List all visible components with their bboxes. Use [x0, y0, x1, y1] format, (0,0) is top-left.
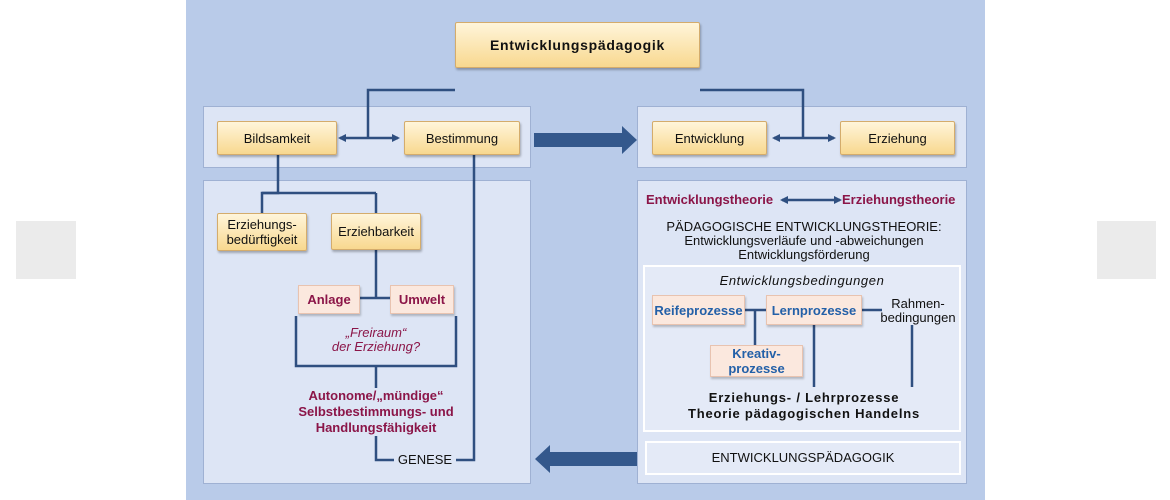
- autonome-line3: Handlungsfähigkeit: [315, 420, 437, 435]
- erziehbarkeit-box: Erziehbarkeit: [331, 213, 421, 250]
- umwelt-box: Umwelt: [390, 285, 454, 314]
- entwicklungspaedagogik-label: ENTWICKLUNGSPÄDAGOGIK: [711, 450, 895, 465]
- right-side-tab: [1097, 221, 1156, 279]
- erziehung-box: Erziehung: [840, 121, 955, 155]
- bestimmung-box: Bestimmung: [404, 121, 520, 155]
- erziehungsbeduerftigkeit-box: Erziehungs- bedürftigkeit: [217, 213, 307, 251]
- kreativ-line2: prozesse: [728, 361, 785, 376]
- genese-connector-left: [374, 436, 394, 462]
- lehrprozesse-text: Erziehungs- / Lehrprozesse Theorie pädag…: [645, 390, 963, 422]
- rahmen-line1: Rahmen-: [891, 296, 945, 311]
- title-left-connector: [366, 88, 455, 138]
- autonome-text: Autonome/„mündige“ Selbstbestimmungs- un…: [274, 388, 478, 436]
- kreativprozesse-box: Kreativ- prozesse: [710, 345, 803, 377]
- lehr-line1: Erziehungs- / Lehrprozesse: [708, 390, 900, 405]
- paed-line2: Entwicklungsverläufe und -abweichungen: [684, 233, 924, 248]
- rahmenbedingungen-text: Rahmen- bedingungen: [876, 297, 960, 325]
- erziehungstheorie-label: Erziehungstheorie: [842, 192, 956, 207]
- lernprozesse-box: Lernprozesse: [766, 295, 862, 325]
- left-flow-arrow: [535, 445, 637, 473]
- bildsamkeit-box: Bildsamkeit: [217, 121, 337, 155]
- entwicklungstheorie-label: Entwicklungstheorie: [646, 192, 774, 207]
- entwicklungsbedingungen-panel: [643, 265, 961, 432]
- autonome-line1: Autonome/„mündige“: [308, 388, 444, 403]
- entwicklungsbedingungen-title: Entwicklungsbedingungen: [719, 273, 885, 288]
- anlage-box: Anlage: [298, 285, 360, 314]
- bildsamkeit-down-connector: [260, 155, 280, 213]
- thick-arrows: [534, 126, 637, 473]
- paed-line3: Entwicklungsförderung: [738, 247, 870, 262]
- freiraum-text: „Freiraum“ der Erziehung?: [306, 326, 446, 354]
- reifeprozesse-box: Reifeprozesse: [652, 295, 745, 325]
- erziehungsbeduerftigkeit-line2: bedürftigkeit: [226, 232, 298, 247]
- entwicklung-box: Entwicklung: [652, 121, 767, 155]
- title-box: Entwicklungspädagogik: [455, 22, 700, 68]
- autonome-line2: Selbstbestimmungs- und: [298, 404, 454, 419]
- paed-line1: PÄDAGOGISCHE ENTWICKLUNGSTHEORIE:: [666, 219, 942, 234]
- title-right-connector: [700, 88, 805, 138]
- rahmen-line2: bedingungen: [880, 310, 956, 325]
- right-flow-arrow: [534, 126, 637, 154]
- freiraum-line1: „Freiraum“: [345, 325, 407, 340]
- entwicklungspaedagogik-panel: [645, 441, 961, 475]
- genese-connector-right: [456, 155, 476, 462]
- freiraum-line2: der Erziehung?: [331, 339, 421, 354]
- paedagogische-entwicklungstheorie-text: PÄDAGOGISCHE ENTWICKLUNGSTHEORIE: Entwic…: [645, 220, 963, 262]
- erziehungsbeduerftigkeit-line1: Erziehungs-: [227, 217, 297, 232]
- genese-text: GENESE: [397, 452, 453, 467]
- lehr-line2: Theorie pädagogischen Handelns: [687, 406, 921, 421]
- kreativ-line1: Kreativ-: [732, 346, 781, 361]
- left-side-tab: [16, 221, 76, 279]
